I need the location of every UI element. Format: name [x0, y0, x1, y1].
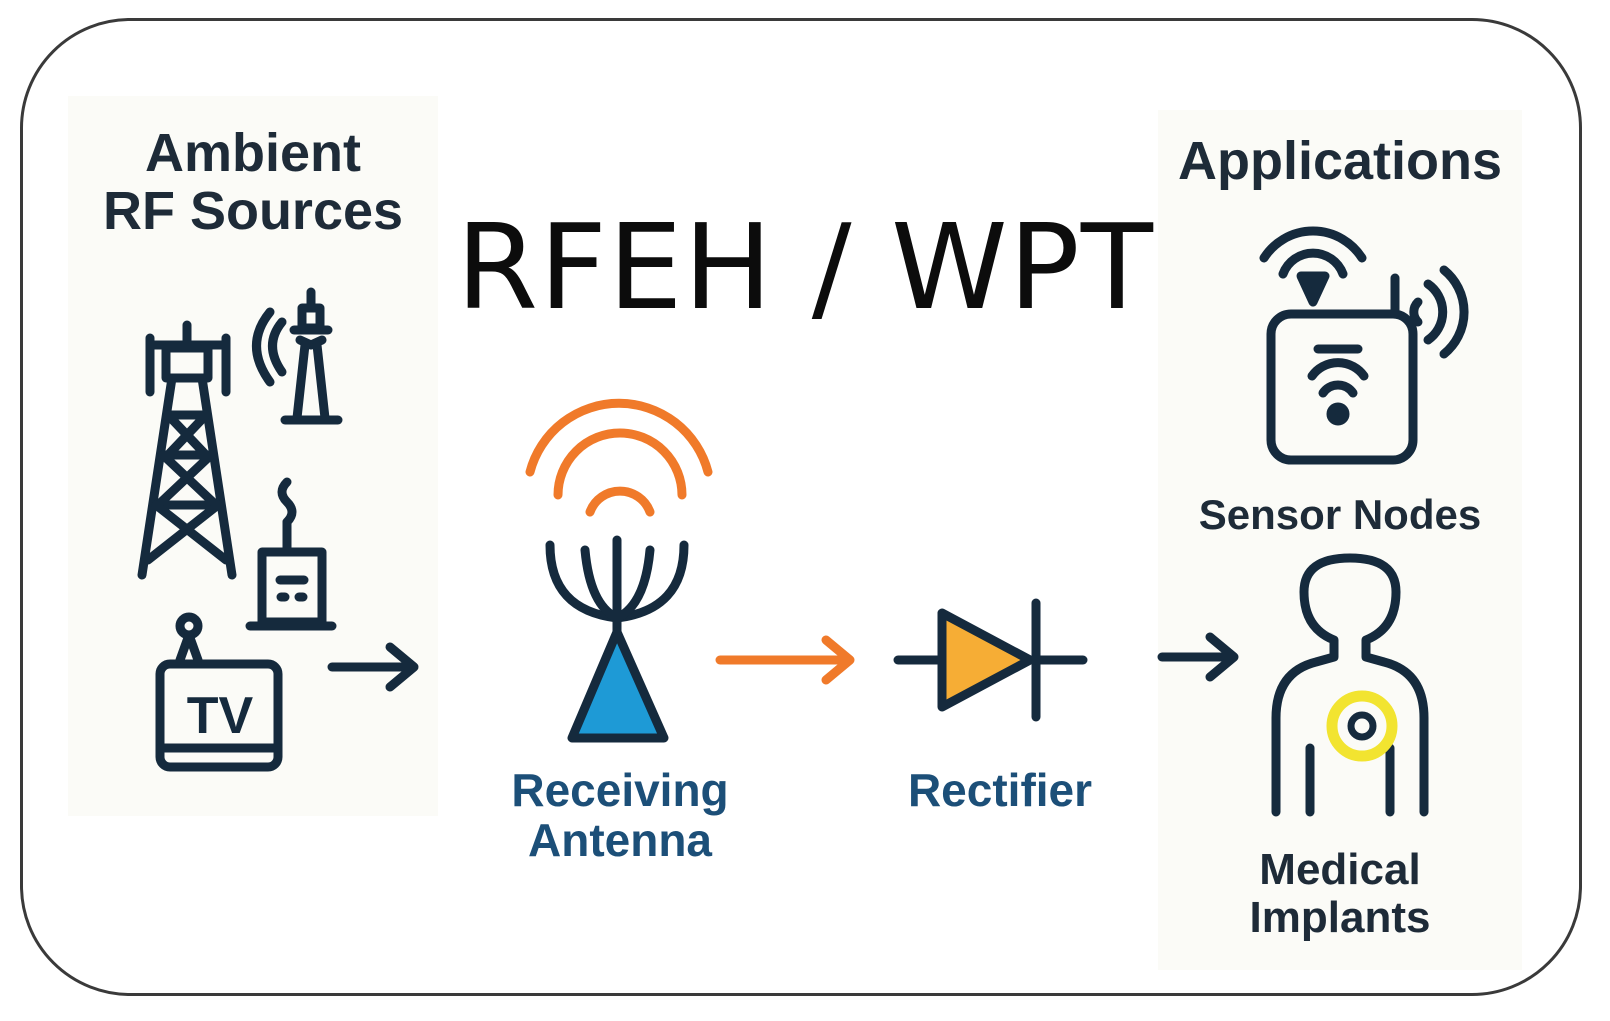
implant-label-line1: Medical [1259, 845, 1421, 894]
sources-heading-line1: Ambient [145, 123, 361, 183]
cell-tower-icon [137, 320, 237, 580]
arrow-antenna-to-rectifier [715, 635, 855, 685]
broadcast-tower-icon [252, 287, 343, 425]
sensor-nodes-label: Sensor Nodes [1198, 491, 1482, 538]
rectifier-label: Rectifier [907, 764, 1093, 816]
sensor-node-icon [1259, 226, 1469, 465]
applications-heading: Applications [1177, 131, 1503, 191]
radio-transmitter-icon [245, 477, 337, 631]
applications-panel [1158, 110, 1522, 970]
antenna-label-line1: Receiving [511, 764, 729, 816]
medical-implants-label: Medical Implants [1158, 846, 1522, 941]
sources-heading: Ambient RF Sources [68, 124, 438, 241]
antenna-label: Receiving Antenna [500, 764, 740, 866]
tv-label: TV [187, 687, 254, 745]
tv-icon [155, 612, 283, 772]
human-implant-icon [1271, 553, 1429, 817]
arrow-rectifier-to-applications [1157, 632, 1239, 682]
sources-panel [68, 96, 438, 816]
arrow-sources-to-antenna [327, 642, 419, 692]
implant-label-line2: Implants [1249, 892, 1431, 942]
page-title: RFEH / WPT [456, 198, 1154, 336]
antenna-label-line2: Antenna [528, 813, 712, 866]
sources-heading-line2: RF Sources [102, 181, 404, 242]
diode-icon [893, 598, 1088, 722]
antenna-icon [525, 398, 713, 743]
